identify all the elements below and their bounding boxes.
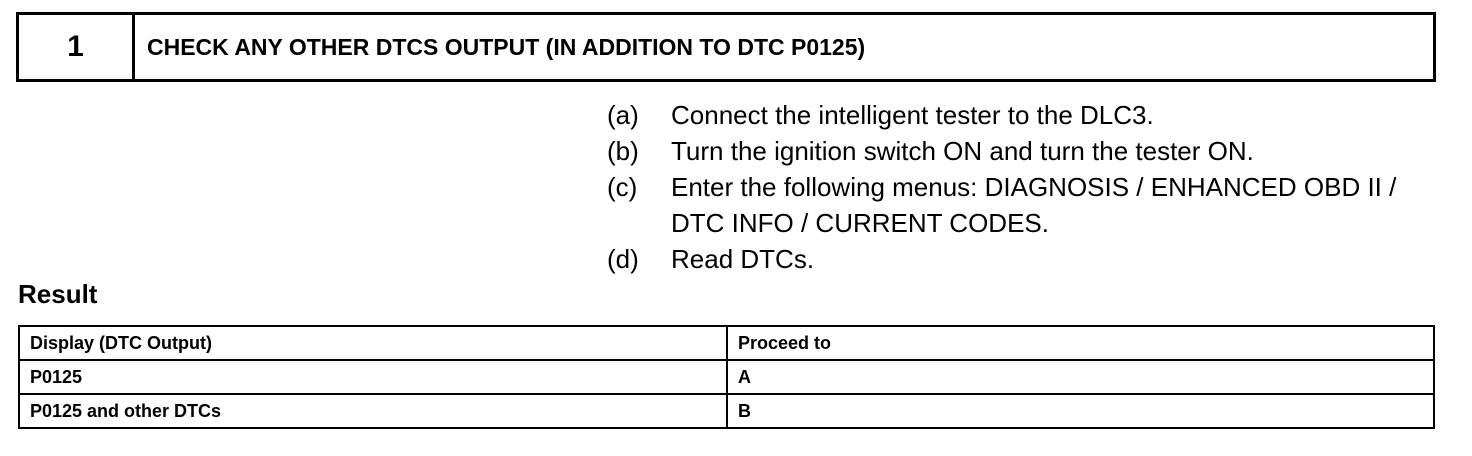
instruction-letter: (d) — [607, 244, 639, 274]
instruction-text: Read DTCs. — [671, 244, 815, 274]
instruction-item: (c) Enter the following menus: DIAGNOSIS… — [607, 169, 1427, 241]
column-header-proceed: Proceed to — [726, 325, 1435, 361]
instruction-letter: (a) — [607, 100, 639, 130]
table-cell-display: P0125 and other DTCs — [18, 393, 728, 429]
step-header: 1 CHECK ANY OTHER DTCS OUTPUT (IN ADDITI… — [16, 12, 1436, 82]
result-table: Display (DTC Output) Proceed to P0125 A … — [18, 325, 1435, 429]
table-cell-proceed: B — [726, 393, 1435, 429]
table-cell-proceed: A — [726, 359, 1435, 395]
instruction-item: (a) Connect the intelligent tester to th… — [607, 97, 1427, 133]
table-header-row: Display (DTC Output) Proceed to — [18, 325, 1435, 361]
instruction-item: (b) Turn the ignition switch ON and turn… — [607, 133, 1427, 169]
table-cell-display: P0125 — [18, 359, 728, 395]
instruction-text: Enter the following menus: DIAGNOSIS / E… — [671, 172, 1397, 238]
instruction-letter: (c) — [607, 172, 638, 202]
table-row: P0125 and other DTCs B — [18, 393, 1435, 429]
column-header-display: Display (DTC Output) — [18, 325, 728, 361]
instruction-list: (a) Connect the intelligent tester to th… — [607, 97, 1427, 277]
step-number: 1 — [19, 15, 135, 79]
instruction-text: Connect the intelligent tester to the DL… — [671, 100, 1154, 130]
result-heading: Result — [18, 279, 98, 309]
table-row: P0125 A — [18, 359, 1435, 395]
instruction-letter: (b) — [607, 136, 639, 166]
instruction-text: Turn the ignition switch ON and turn the… — [671, 136, 1254, 166]
step-title: CHECK ANY OTHER DTCS OUTPUT (IN ADDITION… — [147, 33, 866, 60]
instruction-item: (d) Read DTCs. — [607, 241, 1427, 277]
